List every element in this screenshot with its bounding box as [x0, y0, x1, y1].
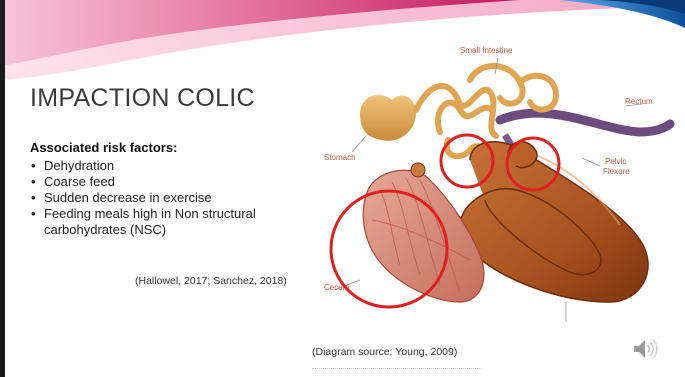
divider: [312, 368, 482, 369]
list-item: Sudden decrease in exercise: [30, 190, 320, 206]
label-small-intestine: Small Intestine: [460, 46, 513, 55]
list-item: Coarse feed: [30, 174, 320, 190]
label-stomach: Stomach: [324, 153, 356, 162]
label-flexure: Flexure: [603, 167, 630, 176]
slide-title: IMPACTION COLIC: [30, 84, 255, 113]
cecum-shape: [363, 163, 484, 302]
label-pelvic: Pelvic: [605, 157, 626, 166]
list-item: Dehydration: [30, 158, 320, 174]
stomach-shape: [360, 95, 416, 141]
diagram-source-caption: (Diagram source: Young, 2009): [312, 346, 457, 358]
label-rectum: Rectum: [625, 97, 653, 106]
speaker-icon[interactable]: [632, 337, 658, 361]
list-item: Feeding meals high in Non structural car…: [30, 206, 320, 238]
risk-factors-heading: Associated risk factors:: [30, 140, 177, 155]
digestive-tract-diagram: Small Intestine Rectum Stomach Pelvic Fl…: [320, 40, 680, 325]
left-edge-bar: [0, 0, 5, 377]
risk-factor-list: Dehydration Coarse feed Sudden decrease …: [30, 158, 320, 238]
citation: (Hallowel, 2017; Sanchez, 2018): [135, 275, 287, 287]
